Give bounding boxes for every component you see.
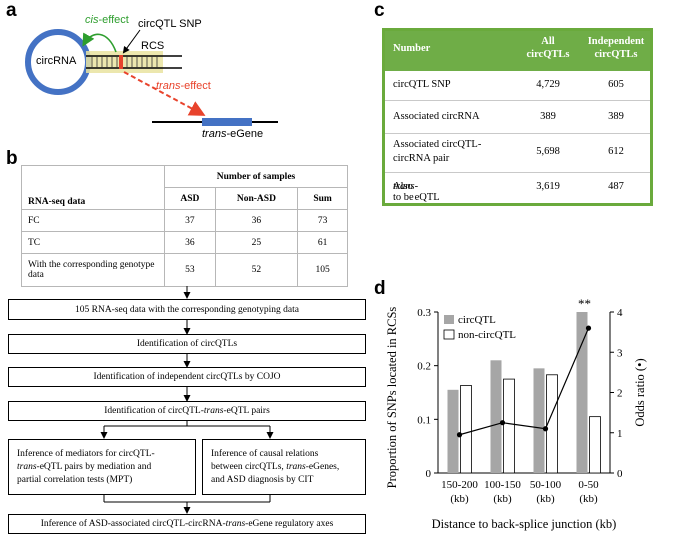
legend-label-circqtl: circQTL (458, 314, 496, 326)
trans-effect-arrow (123, 71, 206, 116)
row-label: circQTL SNP (393, 79, 451, 90)
cis-effect-arrow (82, 32, 117, 53)
cell: 487 (608, 181, 624, 192)
cell: 52 (214, 253, 299, 287)
y2-tick-label: 0 (617, 468, 623, 480)
table-row: Associated circQTL-circRNA pair 5,698 61… (385, 134, 650, 173)
panel-letter-a: a (6, 0, 17, 21)
cell: 3,619 (536, 181, 560, 192)
trans-effect-label: trans-effect (156, 80, 211, 92)
cell: 105 (297, 253, 348, 287)
flow-step-regulatory-axes: Inference of ASD-associated circQTL-circ… (8, 514, 366, 534)
x-tick-label: 150-200 (441, 479, 478, 491)
cell: 612 (608, 146, 624, 157)
cell: 605 (608, 79, 624, 90)
bar-circqtl (490, 360, 502, 473)
y2-tick-label: 1 (617, 428, 623, 440)
panel-letter-b: b (6, 148, 18, 169)
table-row: circQTL SNP 4,729 605 (385, 71, 650, 101)
bar-non-circqtl (460, 385, 472, 474)
rcs-proportion-chart: 0 0.1 0.2 0.3 0 1 2 3 4 150-200 (kb) 100-150 (kb) 50-… (385, 296, 647, 531)
x-tick-label: (kb) (493, 493, 512, 505)
flow-step-rnaseq-data: 105 RNA-seq data with the corresponding … (8, 299, 366, 320)
table-row: With the corresponding genotype data 53 … (21, 253, 348, 287)
odds-ratio-point (499, 420, 506, 426)
bar-non-circqtl (503, 378, 515, 474)
panel-letter-d: d (374, 278, 386, 299)
cell: 61 (297, 231, 348, 254)
flow-connectors (100, 286, 274, 514)
y2-tick-label: 4 (617, 307, 623, 319)
table-row: Associated circRNA 389 389 (385, 101, 650, 134)
y-tick-label: 0 (426, 468, 432, 480)
x-tick-label: (kb) (536, 493, 555, 505)
flow-step-identify-circqtls: Identification of circQTLs (8, 334, 366, 354)
legend-label-non-circqtl: non-circQTL (458, 329, 516, 341)
rcs-label: RCS (141, 40, 165, 52)
y-tick-label: 0.1 (417, 414, 431, 426)
x-axis-label: Distance to back-splice junction (kb) (432, 517, 617, 531)
odds-ratio-point (542, 426, 549, 432)
row-label: With the corresponding genotype data (21, 253, 165, 287)
y-tick-label: 0.3 (417, 307, 431, 319)
odds-ratio-point (456, 432, 463, 438)
circrna-schematic (25, 29, 278, 126)
cell: 5,698 (536, 146, 560, 157)
x-tick-label: (kb) (579, 493, 598, 505)
circqtl-summary-table: Number All circQTLs Independent circQTLs… (382, 28, 653, 206)
table-row: TC 36 25 61 (21, 231, 348, 254)
rnaseq-header: RNA-seq data (21, 165, 165, 210)
odds-ratio-line (459, 327, 590, 436)
cell: 389 (540, 111, 556, 122)
header-all-circqtls: All circQTLs (526, 36, 570, 60)
x-tick-label: 100-150 (484, 479, 521, 491)
bar-non-circqtl (589, 416, 601, 474)
y-axis-label: Proportion of SNPs located in RCSs (385, 307, 399, 489)
samples-table: RNA-seq data Number of samples ASD Non-A… (21, 165, 348, 287)
flow-step-trans-eqtl-pairs: Identification of circQTL-trans-eQTL pai… (8, 401, 366, 421)
legend-swatch-circqtl (444, 315, 454, 324)
bar-circqtl (576, 312, 588, 473)
table-row: Also to be trans-eQTL 3,619 487 (385, 173, 650, 203)
circrna-label: circRNA (36, 55, 77, 67)
flow-step-cojo: Identification of independent circQTLs b… (8, 367, 366, 387)
bar-circqtl (533, 368, 545, 473)
odds-ratio-point (585, 325, 592, 331)
header-independent-circqtls: Independent circQTLs (587, 36, 645, 60)
table-row: FC 37 36 73 (21, 209, 348, 232)
row-label: Associated circRNA (393, 111, 480, 122)
legend-swatch-non-circqtl (443, 329, 455, 340)
bar-non-circqtl (546, 374, 558, 474)
flow-step-causal-cit: Inference of causal relations between ci… (202, 439, 366, 495)
snp-marker (119, 55, 123, 69)
flow-step-mediators-mpt: Inference of mediators for circQTL- tran… (8, 439, 196, 495)
cis-effect-label: cis-effect (85, 14, 129, 26)
circqtl-snp-label: circQTL SNP (138, 18, 202, 30)
x-tick-label: (kb) (450, 493, 469, 505)
cell: 53 (164, 253, 216, 287)
row-label: Associated circQTL-circRNA pair (393, 139, 482, 164)
y-tick-label: 0.2 (417, 361, 431, 373)
y2-tick-label: 3 (617, 347, 623, 359)
x-tick-label: 50-100 (530, 479, 562, 491)
panel-letter-c: c (374, 0, 385, 21)
row-label: Also to be trans-eQTL (393, 181, 440, 203)
cell: 4,729 (536, 79, 560, 90)
table-header: Number All circQTLs Independent circQTLs (385, 31, 650, 71)
header-number: Number (393, 43, 431, 54)
bar-circqtl (447, 389, 459, 473)
cell: 389 (608, 111, 624, 122)
egene-block (202, 118, 252, 126)
y2-tick-label: 2 (617, 388, 623, 400)
trans-egene-label: trans-eGene (202, 128, 264, 140)
x-tick-label: 0-50 (578, 479, 599, 491)
y2-axis-label: Odds ratio (•) (633, 358, 647, 426)
significance-annotation: ** (578, 296, 591, 311)
